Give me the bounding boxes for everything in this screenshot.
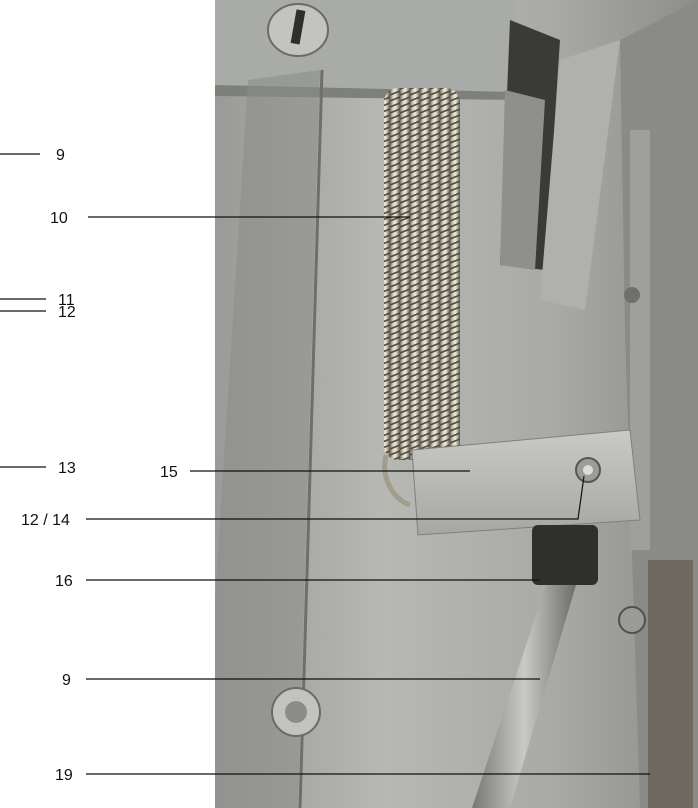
callout-11: 11	[58, 292, 75, 309]
callout-10: 10	[50, 210, 68, 227]
callout-9-bottom: 9	[62, 672, 71, 689]
bracket	[411, 429, 641, 536]
leader-lines	[0, 153, 650, 775]
right-rail	[630, 130, 650, 550]
callout-16: 16	[55, 573, 73, 590]
hex-bolt-right	[618, 606, 646, 634]
callout-12-14: 12 / 14	[21, 512, 70, 529]
spring-coils	[384, 88, 460, 460]
screw-slot	[290, 9, 306, 45]
callout-13: 13	[58, 460, 76, 477]
callout-labels: 9 10 11 12 13 15 12 / 14 16 9 19	[21, 147, 178, 784]
photo	[215, 0, 698, 808]
top-housing	[215, 0, 515, 92]
piston-rod	[472, 585, 576, 808]
spring	[382, 88, 460, 508]
left-rail	[215, 70, 320, 808]
diagonal-guide	[540, 40, 620, 310]
callout-12: 12	[58, 304, 76, 321]
spring-hook	[382, 454, 411, 508]
rail-edge	[298, 69, 324, 808]
callout-19: 19	[55, 767, 73, 784]
damper-collar	[532, 525, 598, 585]
bracket-plate	[411, 429, 641, 536]
black-block-face	[500, 90, 545, 270]
hex-bolt-lower-center	[285, 701, 307, 723]
callout-15: 15	[160, 464, 178, 481]
pin-right	[624, 287, 640, 303]
bracket-nut-center	[583, 465, 593, 475]
callout-9-top: 9	[56, 147, 65, 164]
leader-line-12-14	[86, 475, 585, 520]
right-column	[648, 560, 693, 808]
